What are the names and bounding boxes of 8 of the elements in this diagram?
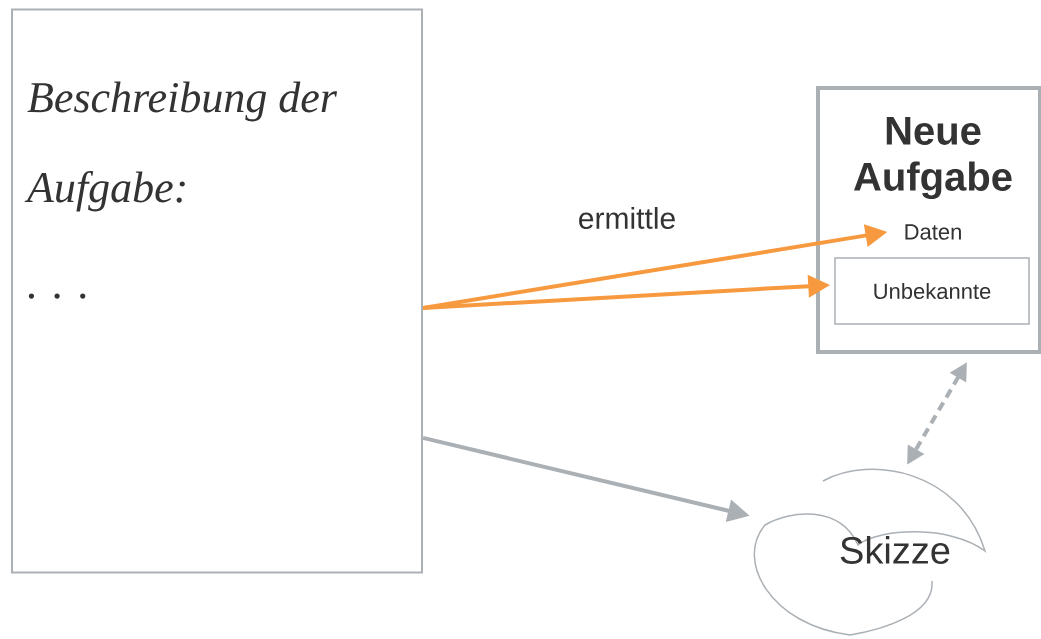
ellipsis-text: . . .: [28, 293, 86, 299]
sketch-cloud: Skizze: [753, 468, 986, 636]
label-text: Daten: [905, 224, 961, 240]
unknown-box: Unbekannte: [834, 257, 1030, 325]
edge-label: ermittle: [579, 207, 675, 229]
description-box: [11, 8, 423, 574]
heading-text: Beschreibung der Aufgabe:: [24, 81, 338, 212]
heading-text: Neue Aufgabe: [854, 117, 1012, 199]
